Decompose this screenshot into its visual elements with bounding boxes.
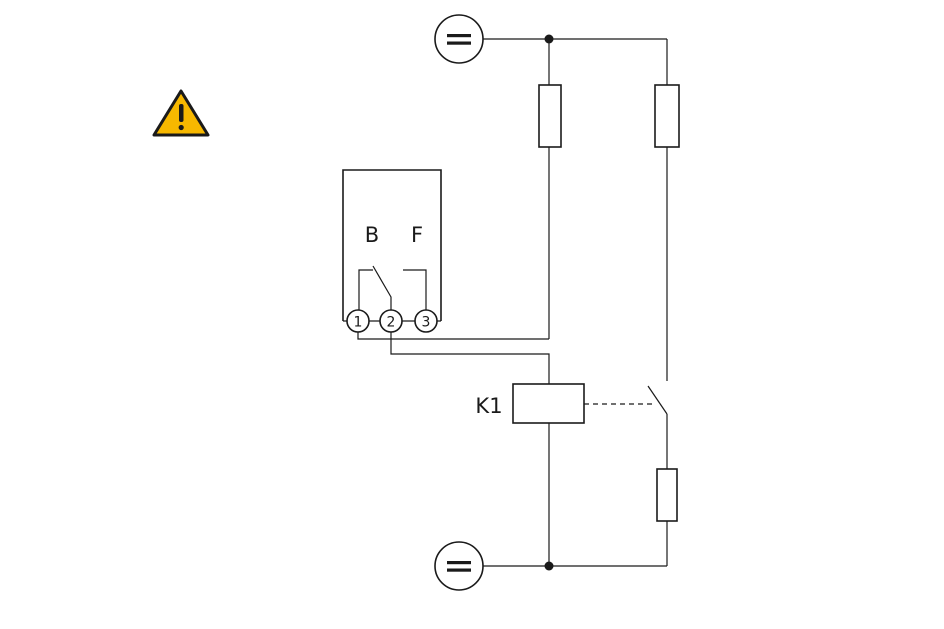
load-resistor: [656, 468, 678, 522]
switch-blade: [372, 265, 392, 310]
wire-terminal-1: [357, 332, 549, 340]
contact-f-lead: [403, 269, 427, 310]
contact-b-lead: [358, 269, 373, 310]
fuse-right: [654, 84, 680, 148]
terminal-3: 3: [414, 309, 438, 333]
wire-terminal-2: [390, 332, 550, 384]
terminal-3-label: 3: [422, 315, 431, 331]
junction-bottom: [544, 561, 554, 571]
terminal-2-label: 2: [387, 315, 396, 331]
relay-label: K1: [475, 394, 502, 418]
switch-label-b: B: [365, 223, 379, 247]
relay-coil-k1: [512, 383, 585, 424]
switch-unit: B F 1 2 3: [342, 169, 442, 333]
relay-contact-blade: [647, 385, 668, 415]
terminal-2: 2: [379, 309, 403, 333]
switch-label-f: F: [411, 223, 423, 247]
fuse-left: [538, 84, 562, 148]
dc-source-bottom: [434, 541, 484, 591]
warning-triangle-icon: [152, 89, 210, 137]
terminal-1: 1: [346, 309, 370, 333]
dc-source-top: [434, 14, 484, 64]
terminal-1-label: 1: [354, 315, 363, 331]
